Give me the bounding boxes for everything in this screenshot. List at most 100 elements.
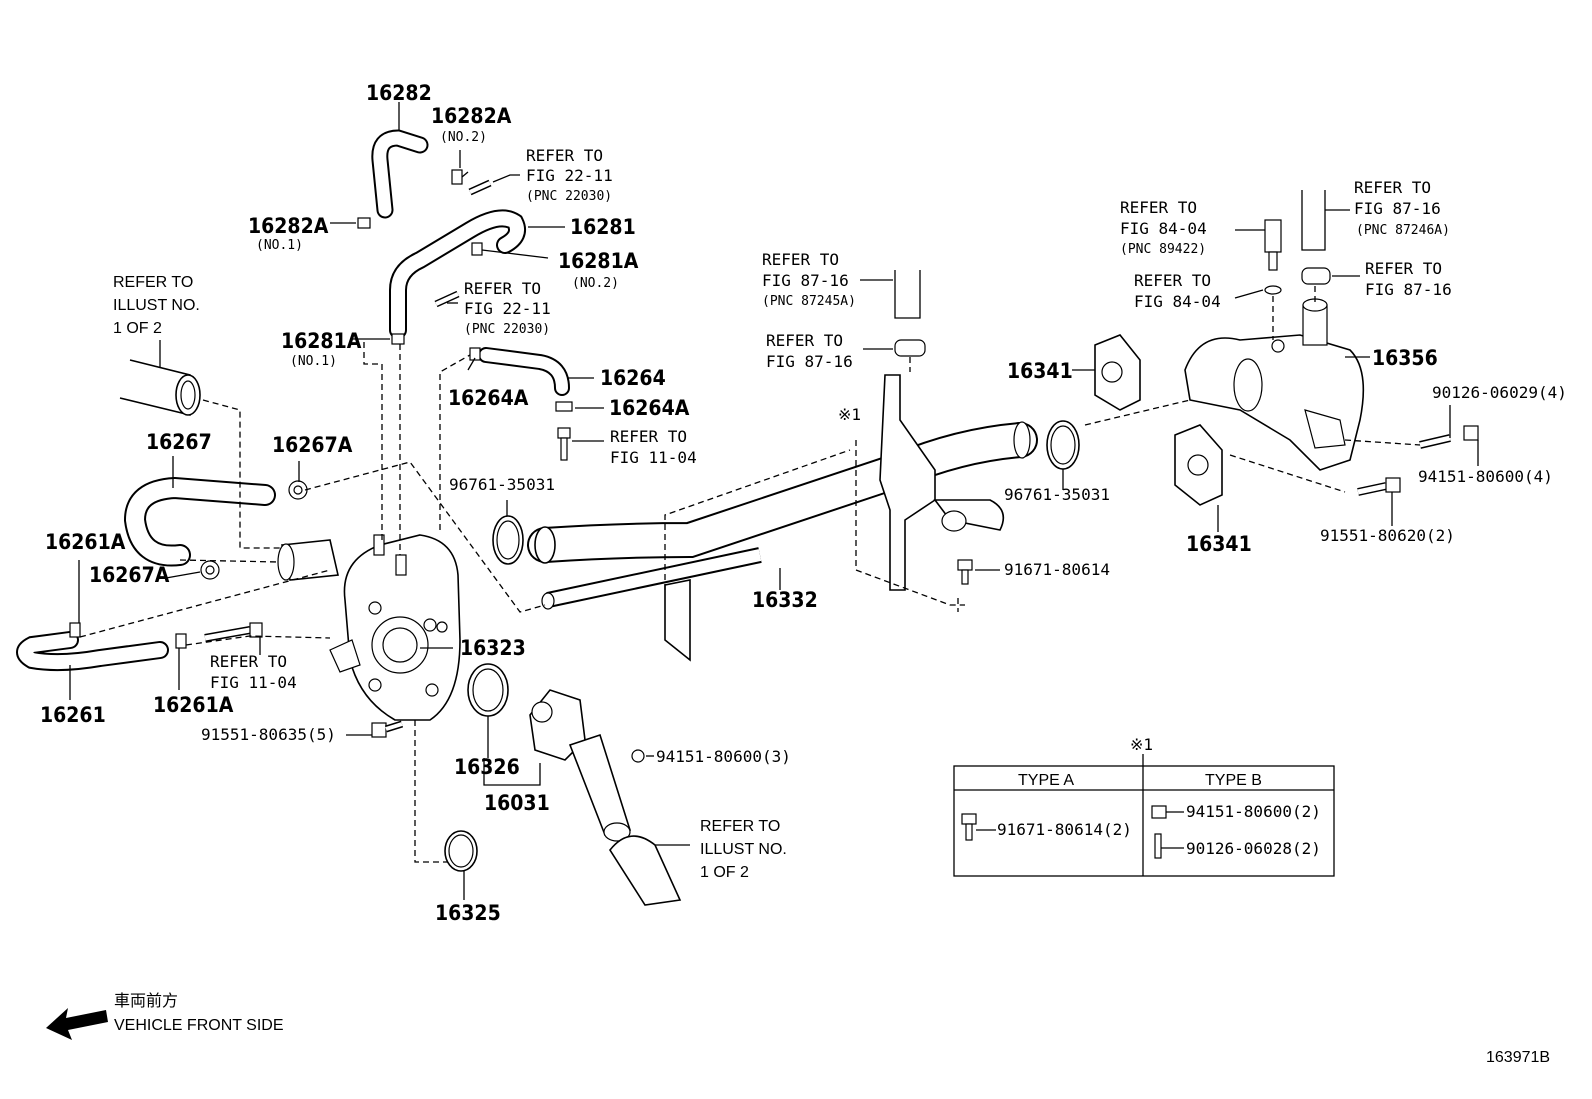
label-16341-low: 16341 bbox=[1186, 532, 1252, 556]
label-16261a-low: 16261A bbox=[153, 693, 234, 717]
sensor-ref-89422 bbox=[1264, 219, 1282, 295]
hose-16281 bbox=[389, 209, 526, 339]
label-16282a-no1: (NO.1) bbox=[256, 238, 303, 253]
label-16267a-low: 16267A bbox=[89, 563, 170, 587]
svg-text:REFER TO: REFER TO bbox=[210, 652, 287, 671]
svg-text:FIG 87-16: FIG 87-16 bbox=[1365, 280, 1452, 299]
hose-16282 bbox=[371, 129, 429, 219]
label-16031: 16031 bbox=[484, 791, 550, 815]
bolt-91551-80635 bbox=[371, 720, 404, 738]
nut-94151-3 bbox=[631, 749, 645, 763]
ref-illust-1of2-upper: REFER TO ILLUST NO. 1 OF 2 bbox=[113, 274, 200, 337]
nut-94151-4 bbox=[1463, 425, 1479, 441]
clamp-16267a-upper bbox=[288, 480, 308, 500]
ref-illust-1of2-lower: REFER TO ILLUST NO. 1 OF 2 bbox=[700, 818, 787, 881]
label-16261: 16261 bbox=[40, 703, 106, 727]
svg-text:REFER TO: REFER TO bbox=[610, 427, 687, 446]
assembly-lines bbox=[79, 286, 1421, 863]
label-16267a-top: 16267A bbox=[272, 433, 353, 457]
direction-en: VEHICLE FRONT SIDE bbox=[114, 1017, 284, 1034]
label-16282a-left: 16282A bbox=[248, 214, 329, 238]
svg-text:REFER TO: REFER TO bbox=[1134, 271, 1211, 290]
hose-16261 bbox=[16, 631, 169, 672]
water-outlet-16356 bbox=[1184, 298, 1365, 471]
ref-fig-87-16-clamp-right: REFER TO FIG 87-16 bbox=[1365, 259, 1452, 299]
table-col-type-b: TYPE B bbox=[1205, 772, 1262, 789]
label-16356: 16356 bbox=[1372, 346, 1438, 370]
label-96761-right: 96761-35031 bbox=[1004, 485, 1110, 504]
hose-ref-87245a bbox=[894, 270, 921, 319]
front-arrow-icon bbox=[46, 1008, 108, 1040]
clamp-16281a-no1 bbox=[391, 333, 405, 345]
svg-text:ILLUST NO.: ILLUST NO. bbox=[113, 297, 200, 314]
hose-ref-87246a bbox=[1301, 190, 1326, 251]
clamp-ref-87-16-right bbox=[1301, 267, 1331, 285]
svg-text:ILLUST NO.: ILLUST NO. bbox=[700, 841, 787, 858]
stud-90126-06029 bbox=[1419, 434, 1451, 449]
label-16341-top: 16341 bbox=[1007, 359, 1073, 383]
bolt-ref-11-04-lower bbox=[204, 622, 263, 642]
svg-text:REFER TO: REFER TO bbox=[762, 250, 839, 269]
label-91551-80620: 91551-80620(2) bbox=[1320, 526, 1455, 545]
label-16281a-no1: (NO.1) bbox=[290, 354, 337, 369]
ref-fig-11-04-lower: REFER TO FIG 11-04 bbox=[210, 652, 297, 692]
label-94151-80600-3: 94151-80600(3) bbox=[656, 747, 791, 766]
clamp-16281a-no2 bbox=[471, 242, 483, 256]
direction-jp: 車両前方 bbox=[114, 992, 178, 1010]
ref-fig-87-16-pnc87246a: REFER TO FIG 87-16 (PNC 87246A) bbox=[1354, 178, 1450, 238]
bolt-ref-11-04-upper bbox=[557, 427, 571, 461]
svg-text:(PNC 87245A): (PNC 87245A) bbox=[762, 294, 856, 309]
label-16282: 16282 bbox=[366, 81, 432, 105]
label-91551-80635: 91551-80635(5) bbox=[201, 725, 336, 744]
hose-16264 bbox=[478, 347, 570, 396]
clamp-16261a-low bbox=[175, 633, 187, 649]
svg-text:FIG 87-16: FIG 87-16 bbox=[1354, 199, 1441, 218]
label-16264a-right: 16264A bbox=[609, 396, 690, 420]
label-96761-left: 96761-35031 bbox=[449, 475, 555, 494]
svg-text:REFER TO: REFER TO bbox=[700, 818, 780, 835]
label-16325: 16325 bbox=[435, 901, 501, 925]
table-type-a-item: 91671-80614(2) bbox=[997, 820, 1132, 839]
water-outlet-16031 bbox=[529, 689, 632, 842]
table-type-b-item-1: 94151-80600(2) bbox=[1186, 802, 1321, 821]
vehicle-front-indicator: 車両前方 VEHICLE FRONT SIDE bbox=[46, 992, 284, 1040]
label-16326: 16326 bbox=[454, 755, 520, 779]
svg-text:(PNC 89422): (PNC 89422) bbox=[1120, 242, 1206, 257]
svg-text:FIG 84-04: FIG 84-04 bbox=[1120, 219, 1207, 238]
label-16282a-no2: (NO.2) bbox=[440, 130, 487, 145]
svg-text:FIG 87-16: FIG 87-16 bbox=[762, 271, 849, 290]
svg-text:(PNC 87246A): (PNC 87246A) bbox=[1356, 223, 1450, 238]
bolt-91551-80620 bbox=[1357, 477, 1401, 496]
label-16281: 16281 bbox=[570, 215, 636, 239]
svg-text:REFER TO: REFER TO bbox=[1365, 259, 1442, 278]
clamp-16261a-top bbox=[69, 622, 81, 638]
water-pipe-16332 bbox=[527, 374, 1038, 662]
ref-fig-22-11-lower: REFER TO FIG 22-11 (PNC 22030) bbox=[464, 279, 551, 337]
label-16261a-top: 16261A bbox=[45, 530, 126, 554]
svg-text:(PNC 22030): (PNC 22030) bbox=[526, 189, 612, 204]
label-91671-80614: 91671-80614 bbox=[1004, 560, 1110, 579]
svg-text:1 OF 2: 1 OF 2 bbox=[700, 864, 749, 881]
illustration-id: 163971B bbox=[1486, 1049, 1550, 1066]
label-16332: 16332 bbox=[752, 588, 818, 612]
clamp-16282a-no2 bbox=[451, 169, 469, 185]
ref-fig-84-04: REFER TO FIG 84-04 bbox=[1134, 271, 1221, 311]
table-col-type-a: TYPE A bbox=[1018, 772, 1074, 789]
radiator-hose-end bbox=[119, 359, 201, 416]
clamp-ref-87-16-left bbox=[894, 339, 926, 357]
water-inlet-16323 bbox=[277, 534, 461, 721]
clamp-16267a-lower bbox=[200, 560, 220, 580]
ref-fig-11-04-upper: REFER TO FIG 11-04 bbox=[610, 427, 697, 467]
label-94151-80600-4: 94151-80600(4) bbox=[1418, 467, 1553, 486]
type-table: ※1 TYPE A TYPE B 91671-80614(2) 94151-80… bbox=[953, 735, 1335, 877]
label-16323: 16323 bbox=[460, 636, 526, 660]
label-90126-06029: 90126-06029(4) bbox=[1432, 383, 1567, 402]
lower-hose-end bbox=[609, 835, 682, 906]
clamp-16264a-left bbox=[469, 347, 481, 361]
label-16267: 16267 bbox=[146, 430, 212, 454]
svg-text:REFER TO: REFER TO bbox=[526, 146, 603, 165]
table-mark: ※1 bbox=[1130, 735, 1153, 754]
svg-text:FIG 87-16: FIG 87-16 bbox=[766, 352, 853, 371]
svg-text:FIG 22-11: FIG 22-11 bbox=[464, 299, 551, 318]
